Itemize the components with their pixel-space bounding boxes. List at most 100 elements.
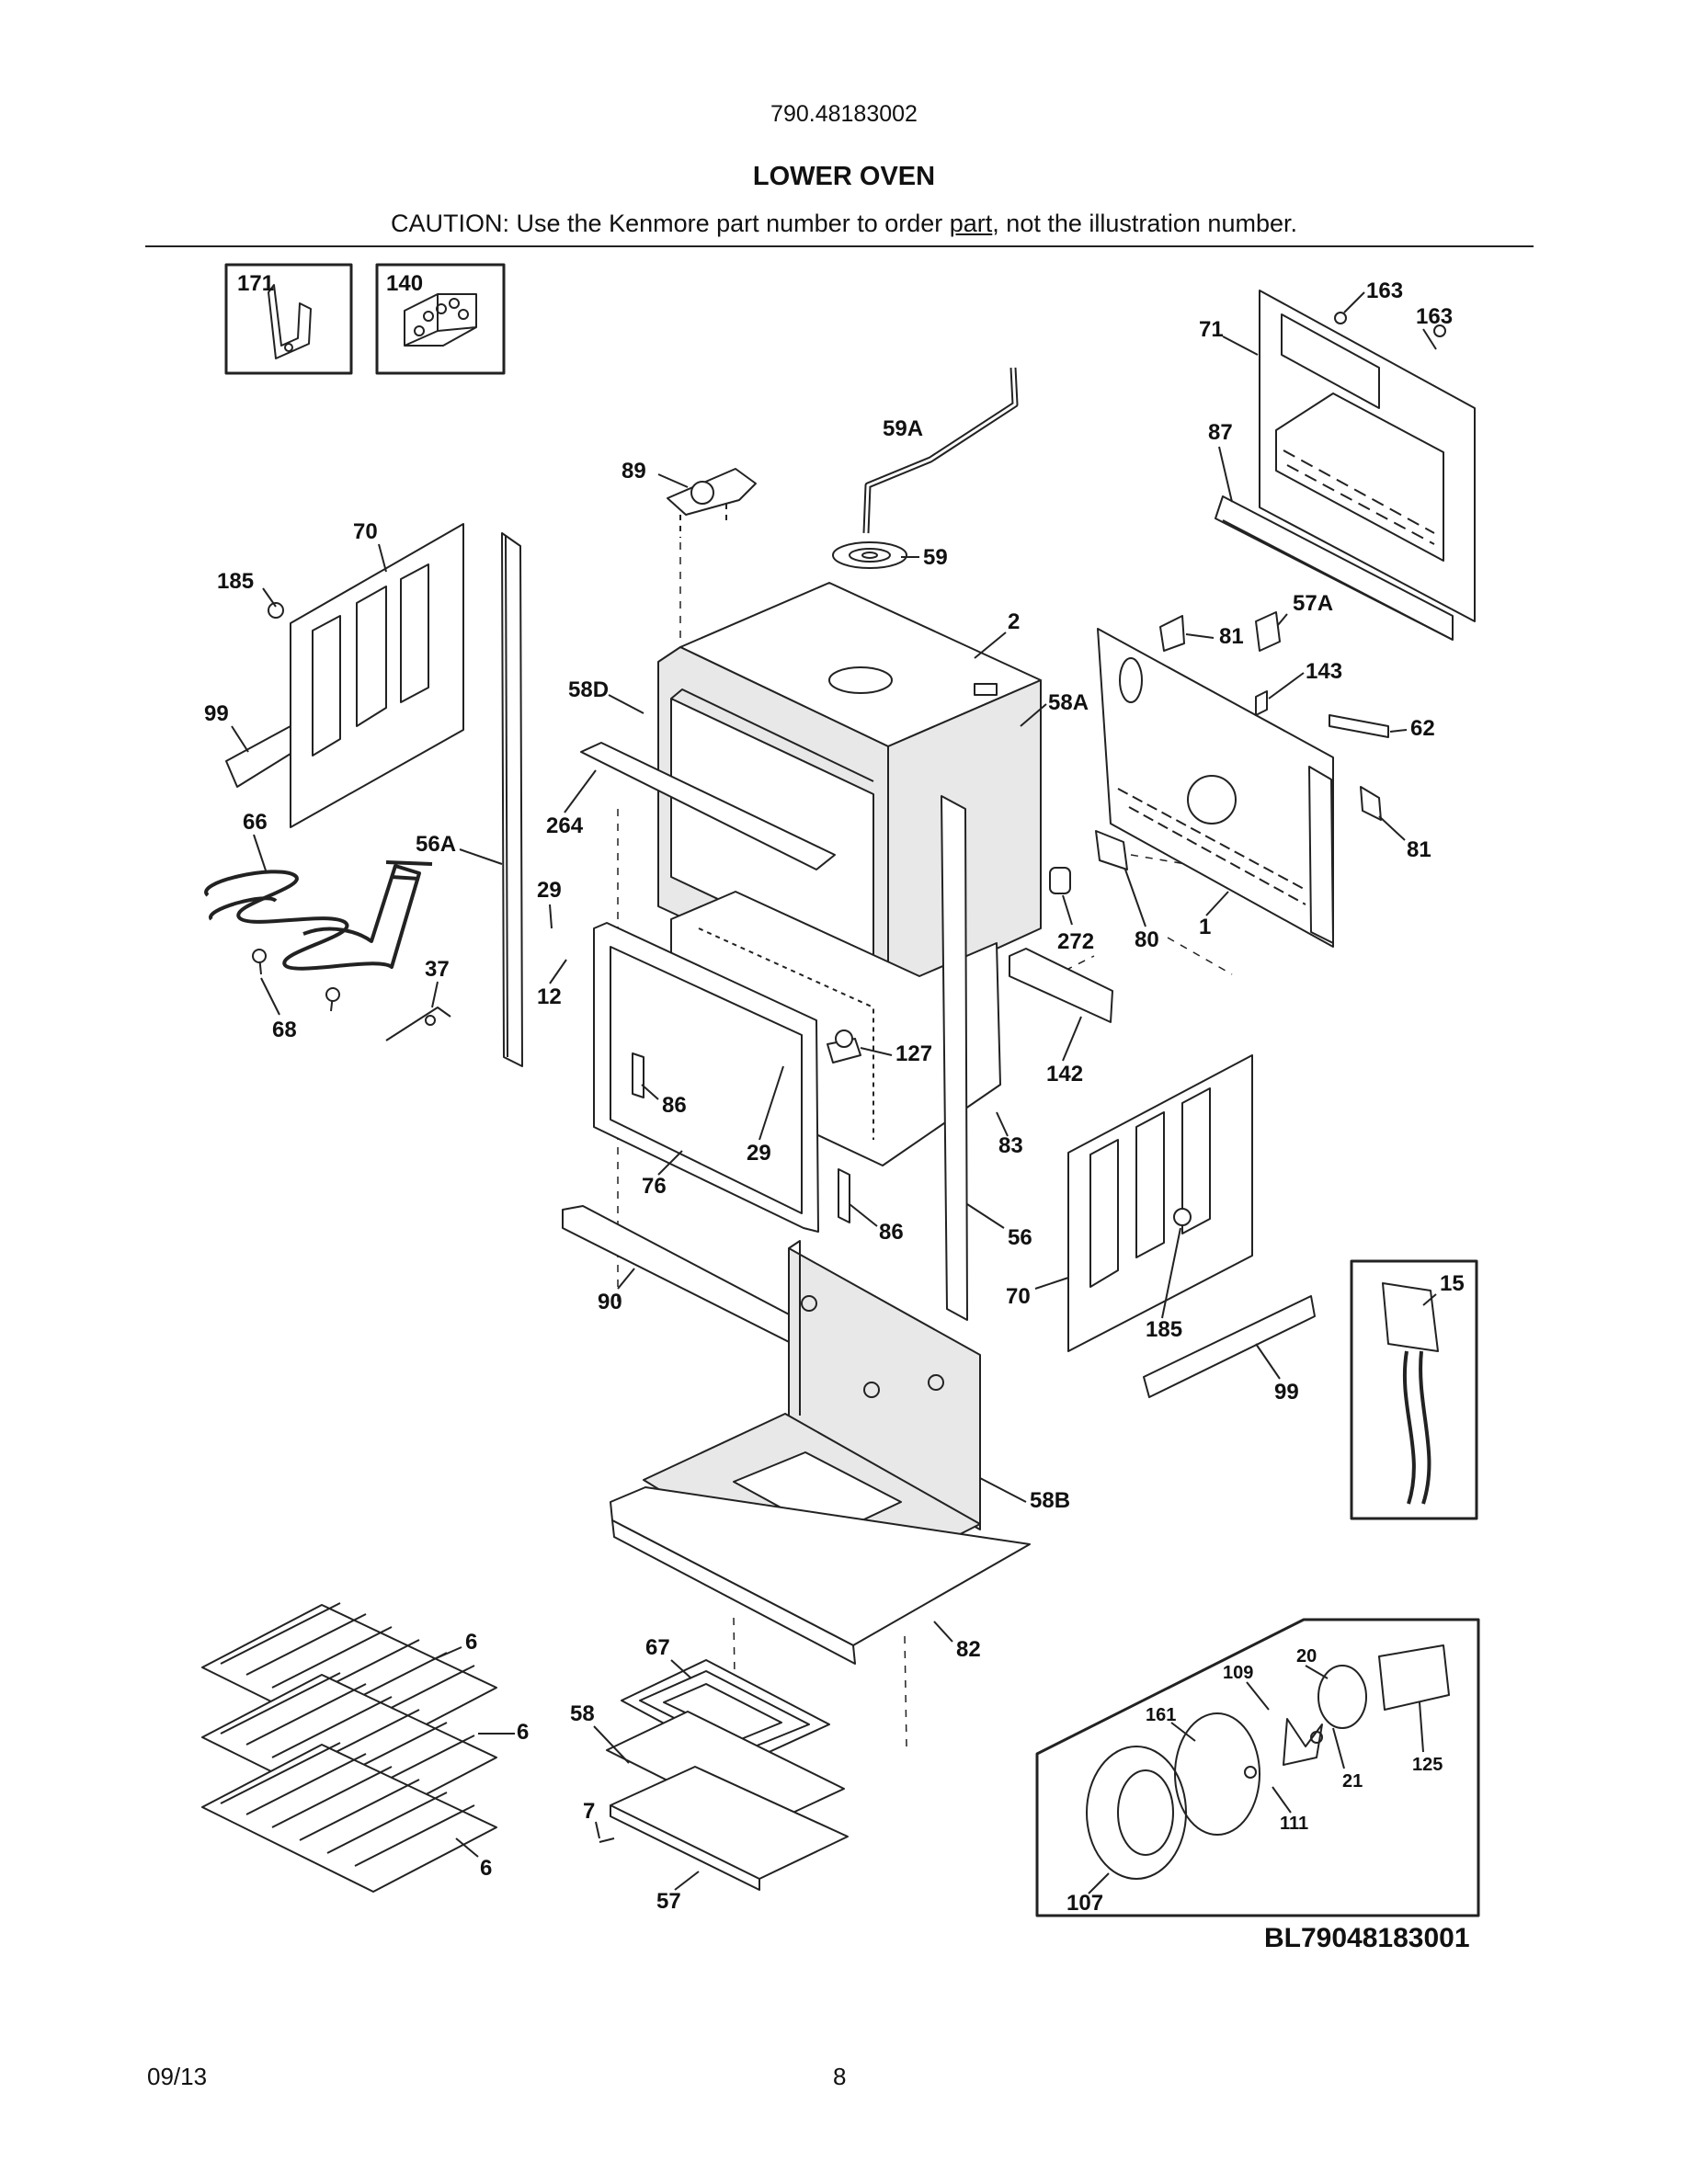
label-6: 6	[517, 1720, 529, 1745]
bracket-81-upper	[1159, 615, 1185, 652]
label-68: 68	[272, 1018, 297, 1042]
label-2: 2	[1008, 609, 1020, 634]
label-161: 161	[1146, 1705, 1176, 1725]
label-70: 70	[1006, 1284, 1031, 1309]
label-107: 107	[1066, 1891, 1103, 1916]
convection-fan-inset	[1035, 1618, 1480, 1917]
hinge-86-upper	[632, 1052, 644, 1098]
label-81: 81	[1407, 837, 1431, 862]
label-125: 125	[1412, 1755, 1443, 1775]
cover-57	[610, 1766, 849, 1891]
caution-text: CAUTION: Use the Kenmore part number to …	[391, 210, 950, 237]
back-frame-1	[1097, 628, 1334, 948]
label-58D: 58D	[568, 677, 609, 702]
label-99: 99	[204, 701, 229, 726]
label-59A: 59A	[883, 416, 923, 441]
label-86: 86	[662, 1093, 687, 1118]
label-37: 37	[425, 957, 450, 982]
diagram-reference-code: BL79048183001	[1264, 1923, 1470, 1953]
channel-99-lower	[1143, 1295, 1316, 1398]
vent-59	[832, 541, 907, 569]
caution-part-word: part	[949, 210, 993, 237]
bottom-pan-82	[610, 1486, 1031, 1665]
clip-143	[1255, 690, 1268, 716]
side-panel-70-right	[1067, 1054, 1253, 1352]
control-module-15-inset	[1350, 1259, 1478, 1520]
bushing-272	[1049, 867, 1071, 894]
door-frame-76	[593, 922, 819, 1233]
label-1: 1	[1199, 915, 1211, 939]
label-58A: 58A	[1048, 690, 1089, 715]
label-272: 272	[1057, 929, 1094, 954]
bracket-140-inset	[375, 263, 506, 375]
screw-7	[599, 1837, 615, 1843]
label-20: 20	[1296, 1646, 1317, 1666]
trim-264	[580, 742, 836, 870]
trim-90	[562, 1205, 828, 1361]
vent-tube-59A	[862, 367, 1019, 534]
bracket-57A	[1255, 611, 1281, 652]
side-panel-70-left	[225, 523, 464, 828]
label-57A: 57A	[1293, 591, 1333, 616]
sensor-89	[667, 468, 757, 538]
page-number: 8	[833, 2063, 847, 2090]
label-86: 86	[879, 1220, 904, 1245]
sensor-37	[385, 1007, 451, 1041]
label-70: 70	[353, 519, 378, 544]
header-divider	[145, 245, 1534, 247]
label-56A: 56A	[416, 832, 456, 857]
label-90: 90	[598, 1290, 622, 1314]
clip-68	[252, 949, 340, 1012]
label-66: 66	[243, 810, 268, 835]
block-62	[1329, 714, 1389, 738]
bracket-87	[1215, 495, 1454, 641]
label-56: 56	[1008, 1225, 1032, 1250]
label-leaders	[231, 291, 1437, 1894]
label-58: 58	[570, 1701, 595, 1726]
label-140: 140	[386, 271, 423, 296]
bracket-171-inset	[224, 263, 353, 375]
label-143: 143	[1306, 659, 1342, 684]
channel-142	[1009, 948, 1113, 1023]
label-58B: 58B	[1030, 1488, 1070, 1513]
label-12: 12	[537, 984, 562, 1009]
label-7: 7	[583, 1799, 595, 1824]
rear-panel-71	[1259, 290, 1476, 622]
label-89: 89	[622, 459, 646, 483]
label-82: 82	[956, 1637, 981, 1662]
label-57: 57	[656, 1889, 681, 1914]
label-6: 6	[465, 1630, 477, 1655]
label-29: 29	[747, 1141, 771, 1166]
label-171: 171	[237, 271, 274, 296]
label-127: 127	[895, 1041, 932, 1066]
label-67: 67	[645, 1635, 670, 1660]
label-264: 264	[546, 813, 584, 838]
hinge-86-lower	[838, 1168, 850, 1223]
label-185: 185	[1146, 1317, 1182, 1342]
caution-text-end: , not the illustration number.	[992, 210, 1297, 237]
label-163: 163	[1416, 304, 1453, 329]
label-99: 99	[1274, 1380, 1299, 1405]
label-163: 163	[1366, 279, 1403, 303]
caution-note: CAUTION: Use the Kenmore part number to …	[0, 210, 1688, 238]
label-80: 80	[1135, 927, 1159, 952]
label-142: 142	[1046, 1062, 1083, 1086]
rail-56	[941, 795, 968, 1321]
label-87: 87	[1208, 420, 1233, 445]
label-6: 6	[480, 1856, 492, 1881]
footer-date: 09/13	[147, 2063, 208, 2090]
label-76: 76	[642, 1174, 667, 1199]
label-109: 109	[1223, 1663, 1253, 1683]
sensor-127	[827, 1029, 861, 1064]
rack-6-lower	[201, 1742, 497, 1893]
label-62: 62	[1410, 716, 1435, 741]
model-number: 790.48183002	[770, 101, 918, 127]
label-81: 81	[1219, 624, 1244, 649]
part-labels: 171 140 163 163 71 87 59A 89 59 2 70 185…	[204, 271, 1465, 1916]
label-15: 15	[1440, 1271, 1465, 1296]
rail-56A	[501, 532, 523, 1067]
label-83: 83	[998, 1133, 1023, 1158]
label-59: 59	[923, 545, 948, 570]
label-71: 71	[1199, 317, 1224, 342]
